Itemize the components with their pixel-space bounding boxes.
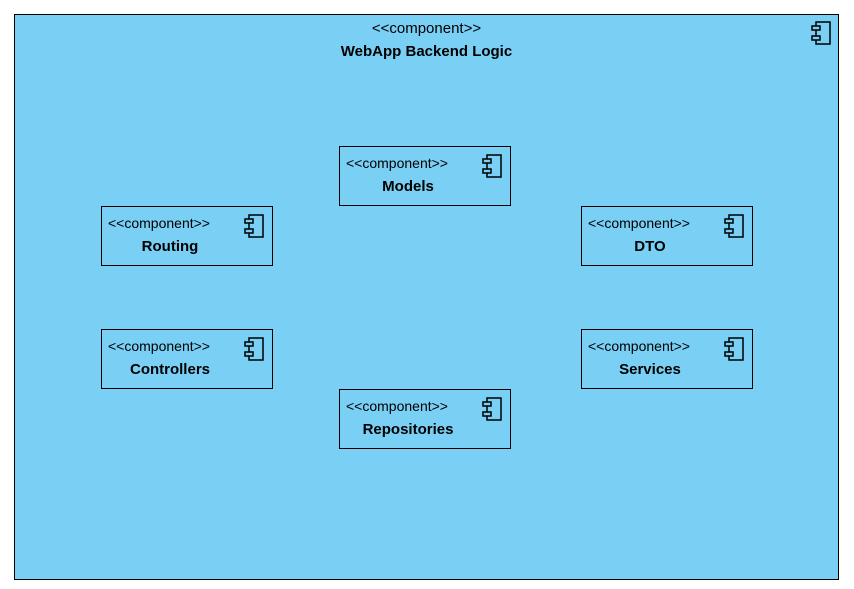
component-name: Controllers bbox=[129, 361, 210, 378]
component-icon bbox=[482, 154, 502, 178]
routing-component[interactable]: <<component>> Routing bbox=[101, 206, 273, 266]
dto-component[interactable]: <<component>> DTO bbox=[581, 206, 753, 266]
component-stereotype: <<component>> bbox=[108, 338, 210, 354]
component-name: DTO bbox=[634, 238, 666, 255]
webapp-backend-logic-component[interactable]: <<component>> WebApp Backend Logic bbox=[14, 14, 839, 580]
component-stereotype: <<component>> bbox=[588, 215, 690, 231]
component-name: Models bbox=[382, 178, 434, 195]
models-component[interactable]: <<component>> Models bbox=[339, 146, 511, 206]
component-icon bbox=[244, 214, 264, 238]
component-stereotype: <<component>> bbox=[108, 215, 210, 231]
component-icon bbox=[724, 337, 744, 361]
controllers-component[interactable]: <<component>> Controllers bbox=[101, 329, 273, 389]
component-stereotype: <<component>> bbox=[588, 338, 690, 354]
component-stereotype: <<component>> bbox=[346, 398, 448, 414]
component-icon bbox=[724, 214, 744, 238]
component-icon bbox=[482, 397, 502, 421]
container-stereotype: <<component>> bbox=[371, 20, 482, 37]
component-icon bbox=[244, 337, 264, 361]
component-icon bbox=[811, 21, 831, 45]
component-name: Repositories bbox=[362, 421, 454, 438]
component-stereotype: <<component>> bbox=[346, 155, 448, 171]
component-name: Services bbox=[619, 361, 681, 378]
services-component[interactable]: <<component>> Services bbox=[581, 329, 753, 389]
component-name: Routing bbox=[141, 238, 199, 255]
container-name: WebApp Backend Logic bbox=[340, 43, 513, 60]
repositories-component[interactable]: <<component>> Repositories bbox=[339, 389, 511, 449]
